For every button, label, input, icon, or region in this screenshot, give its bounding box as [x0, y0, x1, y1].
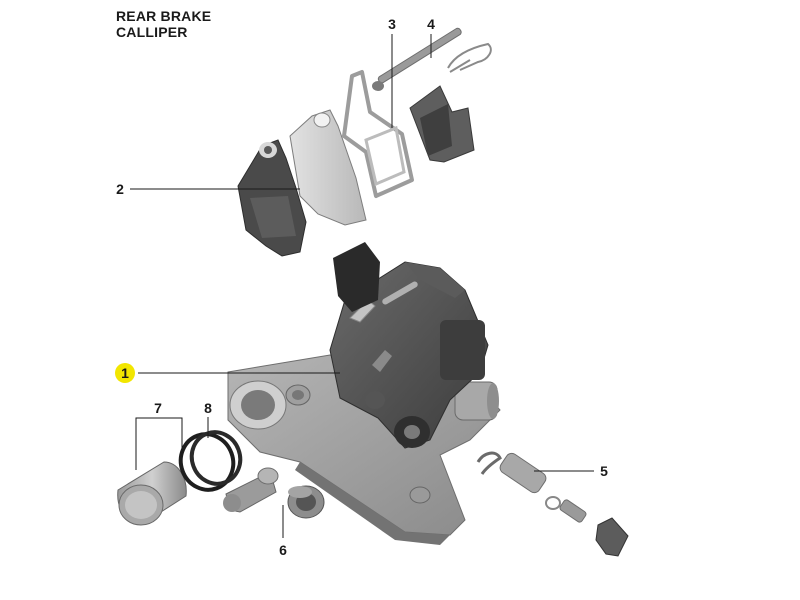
- leader-7: [135, 417, 183, 470]
- diagram-title: REAR BRAKE CALLIPER: [116, 8, 211, 40]
- anti-rattle-spring: [342, 70, 414, 198]
- bracket-bolt: [285, 384, 311, 406]
- callout-4: 4: [427, 16, 435, 32]
- callout-labels: 1 2 3 4 5 6 7 8: [115, 16, 608, 558]
- title-line-2: CALLIPER: [116, 24, 188, 40]
- guide-pin-boot: [287, 485, 325, 519]
- bleed-screw-assembly: [476, 451, 629, 557]
- callout-6: 6: [279, 542, 287, 558]
- callout-1-badge: [115, 363, 135, 383]
- brake-pad-inner: [237, 139, 307, 257]
- callout-2: 2: [116, 181, 124, 197]
- piston: [117, 461, 187, 526]
- r-clip: [447, 42, 492, 73]
- title-line-1: REAR BRAKE: [116, 8, 212, 24]
- pad-spring-block: [409, 85, 475, 163]
- callout-7: 7: [154, 400, 162, 416]
- callout-3: 3: [388, 16, 396, 32]
- leader-lines: [130, 34, 594, 538]
- guide-pin: [223, 467, 279, 513]
- piston-seals: [178, 430, 243, 492]
- brake-pad-outer: [289, 109, 367, 226]
- callout-8: 8: [204, 400, 212, 416]
- pad-retaining-pin: [372, 27, 462, 91]
- callout-1: 1: [121, 365, 129, 381]
- callout-5: 5: [600, 463, 608, 479]
- caliper-body: [329, 242, 489, 449]
